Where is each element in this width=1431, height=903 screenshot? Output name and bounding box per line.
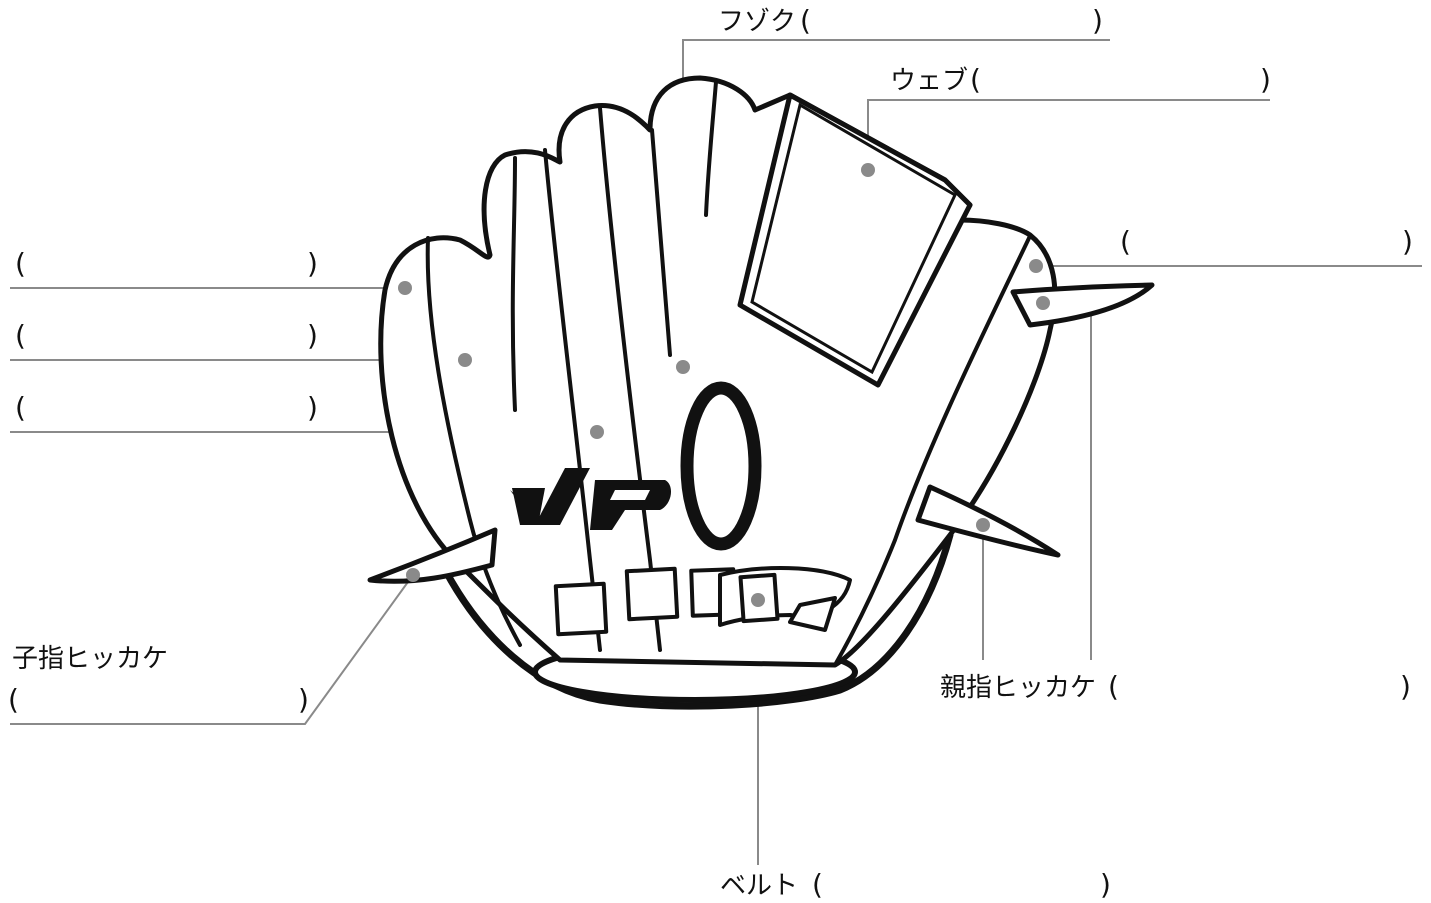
paren-close-oyayubi-hikkake: ): [1400, 670, 1411, 703]
web-inner-line: [750, 102, 957, 375]
dot-ring-finger: [458, 353, 472, 367]
paren-close-thumb-back: ): [1402, 225, 1413, 258]
index-finger-seam: [704, 80, 718, 217]
paren-open-ring-finger: (: [15, 319, 26, 352]
dot-oyayubi-hikkake: [976, 518, 990, 532]
label-oyayubi-hikkake: 親指ヒッカケ: [940, 673, 1097, 703]
middle-index-seam: [598, 106, 662, 652]
label-koyubi-hikkake: 子指ヒッカケ: [12, 644, 169, 674]
paren-open-little-finger: (: [15, 247, 26, 280]
dot-middle-finger: [590, 425, 604, 439]
dot-fuzoku: [676, 360, 690, 374]
paren-close-fuzoku: ): [1092, 4, 1103, 37]
paren-close-koyubi-hikkake: ): [298, 683, 309, 716]
ring-middle-seam: [543, 148, 602, 652]
dot-thumb-back: [1029, 259, 1043, 273]
paren-open-koyubi-hikkake: (: [8, 683, 19, 716]
belt: [553, 566, 852, 637]
paren-open-belt: (: [812, 868, 823, 901]
ring-finger-seam: [510, 156, 517, 412]
dot-thumb-tab: [1036, 296, 1050, 310]
web-pocket: [737, 92, 973, 388]
marker-dots: [398, 163, 1050, 607]
paren-close-ring-finger: ): [307, 319, 318, 352]
paren-close-little-finger: ): [307, 247, 318, 280]
paren-close-web: ): [1260, 63, 1271, 96]
paren-open-fuzoku: (: [800, 4, 811, 37]
little-ring-seam: [425, 236, 522, 647]
dot-little-finger: [398, 281, 412, 295]
hp-logo-icon: [510, 468, 672, 530]
thumb-seam: [833, 234, 1032, 667]
label-fuzoku: フゾク: [718, 7, 797, 37]
paren-open-web: (: [970, 63, 981, 96]
leader-web: [867, 99, 1270, 170]
label-web: ウェブ: [890, 66, 969, 96]
paren-close-belt: ): [1100, 868, 1111, 901]
leader-thumb-tab: [1043, 302, 1092, 660]
paren-close-middle-finger: ): [307, 391, 318, 424]
paren-open-middle-finger: (: [15, 391, 26, 424]
dot-koyubi-hikkake: [406, 568, 420, 582]
paren-open-thumb-back: (: [1120, 225, 1131, 258]
dot-web: [861, 163, 875, 177]
paren-open-oyayubi-hikkake: (: [1108, 670, 1119, 703]
palm-oval: [680, 381, 762, 551]
thumb-back-tab: [1010, 282, 1155, 328]
leader-koyubi-hikkake: [10, 574, 414, 725]
label-belt: ベルト: [720, 871, 799, 901]
finger-seams: [425, 80, 1032, 667]
middle-finger-seam: [650, 128, 672, 357]
dot-belt: [751, 593, 765, 607]
